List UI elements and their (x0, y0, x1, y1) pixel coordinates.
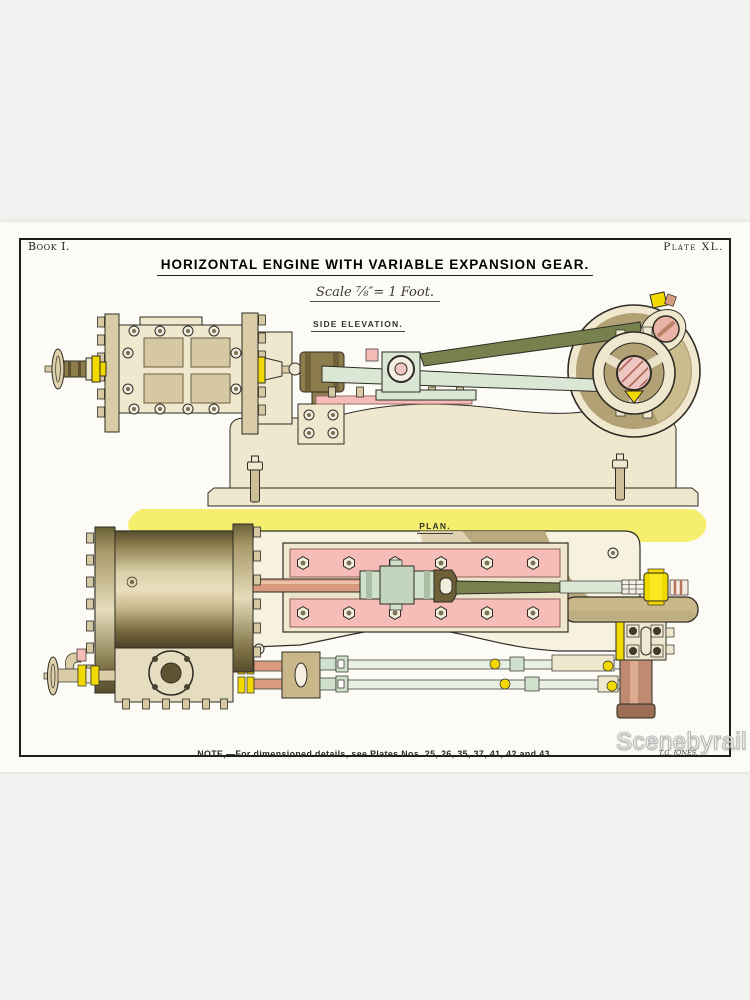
piston-gland-and-handwheel (44, 348, 302, 390)
watermark-text: Scenebyrail (616, 728, 747, 756)
recessed-panel (190, 373, 231, 404)
handwheel (47, 656, 59, 696)
scale-label: Scale ⅞″= 1 Foot. (309, 285, 441, 302)
cylinder-front-flange (232, 523, 254, 673)
cylinder-plan (86, 523, 261, 694)
cylinder-body (114, 530, 234, 649)
valve-rod-plan (559, 568, 689, 606)
recessed-panel (143, 337, 184, 368)
bearing-pedestal (365, 348, 477, 401)
crank-disc-details (592, 291, 687, 419)
engraver-signature: T.G. JONES. (658, 749, 698, 757)
brass-key-wedge (624, 390, 644, 404)
book-label: Book I. (28, 240, 71, 253)
plan-drawing (43, 523, 699, 719)
recessed-panel (143, 373, 184, 404)
eccentric-rod (347, 679, 641, 690)
plate-number-label: Plate XL. (663, 241, 724, 253)
crank-pin (616, 355, 652, 391)
recessed-panel (190, 337, 231, 368)
drain-valve-handwheel (43, 648, 116, 696)
striped-tip (669, 579, 689, 596)
brass-gland (91, 355, 101, 383)
brass-keeper-tab (649, 291, 668, 309)
crankshaft-journal (616, 651, 656, 719)
cylinder-block (97, 312, 266, 435)
connecting-rod-plan (455, 580, 561, 595)
eccentric-rods (237, 643, 641, 699)
plan-label: PLAN. (417, 521, 453, 534)
cylinder-rear-flange (94, 526, 116, 694)
valve-chest-plan (114, 647, 234, 710)
handwheel (51, 348, 65, 390)
checkered-ferrule (621, 579, 645, 595)
piston-rod (252, 578, 364, 593)
brass-gland (257, 356, 266, 384)
note-text: NOTE,—For dimensioned details, see Plate… (197, 749, 553, 759)
plate-border (19, 238, 731, 757)
crosshead-plan (359, 559, 459, 611)
plate-title: HORIZONTAL ENGINE WITH VARIABLE EXPANSIO… (156, 257, 594, 276)
crank-pin-block (615, 621, 675, 661)
crosshead-bracket (297, 403, 345, 445)
guide-bar (289, 598, 561, 628)
side-elevation-label: SIDE ELEVATION. (311, 319, 405, 332)
